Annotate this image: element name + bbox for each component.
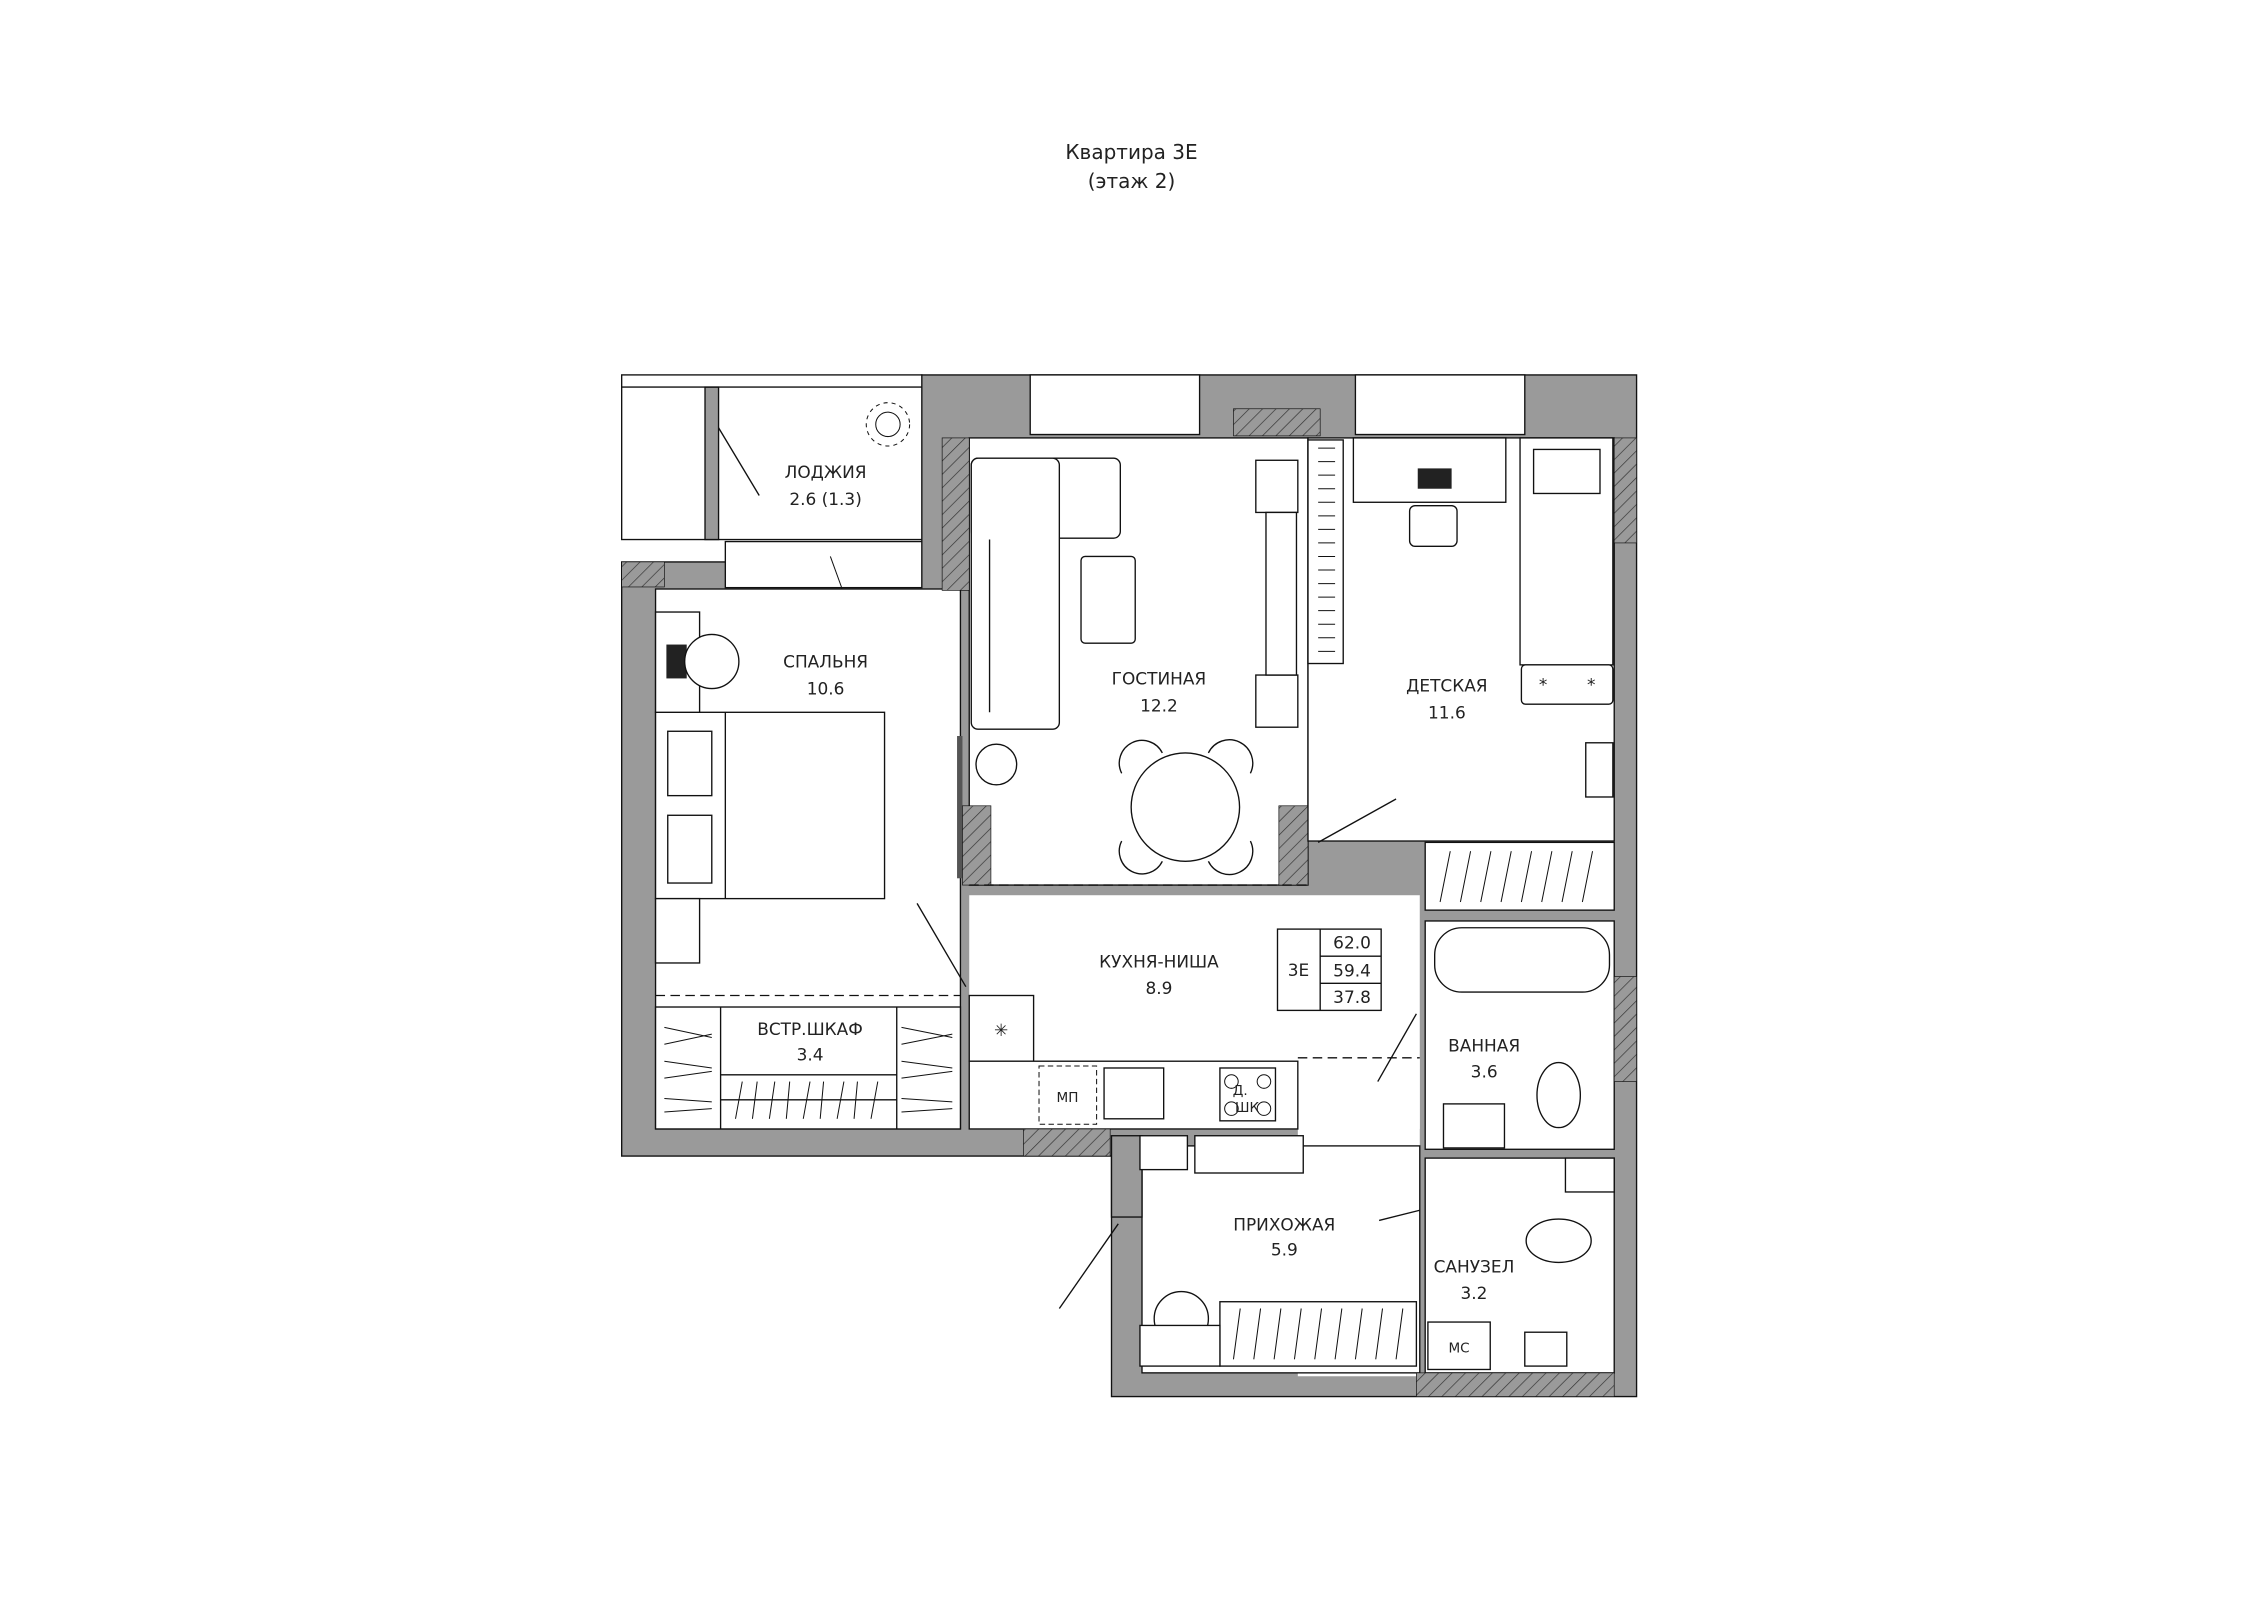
bathroom-area: 3.6 xyxy=(1471,1061,1498,1081)
living-window xyxy=(1029,374,1201,436)
washing-machine xyxy=(1427,1321,1491,1371)
plan-subtitle: (этаж 2) xyxy=(1087,169,1176,193)
bedroom-label: СПАЛЬНЯ xyxy=(783,652,868,672)
loggia-area: 2.6 (1.3) xyxy=(789,489,861,509)
bathroom-door[interactable] xyxy=(1377,1013,1417,1082)
wardrobe-label: ВСТР.ШКАФ xyxy=(757,1019,863,1039)
wc-label: САНУЗЕЛ xyxy=(1434,1257,1515,1277)
living-label: ГОСТИНАЯ xyxy=(1112,669,1207,689)
floor-lamp xyxy=(975,743,1018,786)
children-wardrobe xyxy=(1424,841,1615,911)
apartment-code: 3Е xyxy=(1288,960,1309,980)
svg-text:✳: ✳ xyxy=(994,1020,1008,1040)
loggia-room xyxy=(621,374,923,541)
kitchen-label: КУХНЯ-НИША xyxy=(1099,952,1219,972)
dishwasher-label-2: ШК xyxy=(1235,1100,1259,1116)
entrance-door[interactable] xyxy=(1058,1223,1119,1309)
loggia-window xyxy=(724,540,923,589)
wardrobe-area: 3.4 xyxy=(797,1045,824,1065)
bathroom-label: ВАННАЯ xyxy=(1448,1036,1520,1056)
loggia-label: ЛОДЖИЯ xyxy=(785,462,867,482)
cooktop xyxy=(1219,1067,1277,1122)
area-without-loggia: 59.4 xyxy=(1333,961,1371,981)
plan-title: Квартира 3Е xyxy=(1065,140,1198,164)
microwave-label: МП xyxy=(1057,1090,1079,1106)
kitchen-area: 8.9 xyxy=(1145,978,1172,998)
loggia-door[interactable] xyxy=(717,427,760,496)
children-label: ДЕТСКАЯ xyxy=(1406,675,1487,695)
sofa xyxy=(970,457,1121,730)
washer-label: МС xyxy=(1448,1341,1469,1357)
kids-desk xyxy=(1352,437,1507,503)
bathtub xyxy=(1434,927,1611,993)
dishwasher-label-1: Д. xyxy=(1233,1083,1248,1099)
microwave xyxy=(1038,1065,1098,1125)
plant-icon xyxy=(865,402,911,447)
children-window xyxy=(1354,374,1526,436)
coffee-table xyxy=(1080,555,1136,644)
children-area: 11.6 xyxy=(1428,702,1466,722)
shoe-rack xyxy=(1194,1135,1304,1174)
sink xyxy=(1103,1067,1165,1120)
total-area: 62.0 xyxy=(1333,933,1371,953)
area-summary-table: 3Е 62.0 59.4 37.8 xyxy=(1276,928,1382,1012)
bedroom-area: 10.6 xyxy=(807,679,845,699)
loggia-partition xyxy=(704,386,720,541)
living-area: 37.8 xyxy=(1333,987,1371,1007)
children-door[interactable] xyxy=(1317,798,1397,843)
wc-area: 3.2 xyxy=(1461,1283,1488,1303)
svg-text:*: * xyxy=(1539,675,1547,695)
bath-sink xyxy=(1442,1103,1506,1149)
wc-door[interactable] xyxy=(1378,1209,1420,1222)
living-area: 12.2 xyxy=(1140,696,1178,716)
hallway-label: ПРИХОЖАЯ xyxy=(1233,1215,1335,1235)
bath-toilet xyxy=(1536,1061,1582,1129)
wardrobe-hangers xyxy=(664,1026,953,1119)
hallway-area: 5.9 xyxy=(1271,1240,1298,1260)
fridge xyxy=(968,994,1035,1062)
wc-sink xyxy=(1524,1331,1568,1367)
dining-table xyxy=(1130,752,1241,863)
svg-text:*: * xyxy=(1587,675,1595,695)
wc-toilet xyxy=(1525,1218,1592,1264)
bedroom-door[interactable] xyxy=(916,903,967,988)
